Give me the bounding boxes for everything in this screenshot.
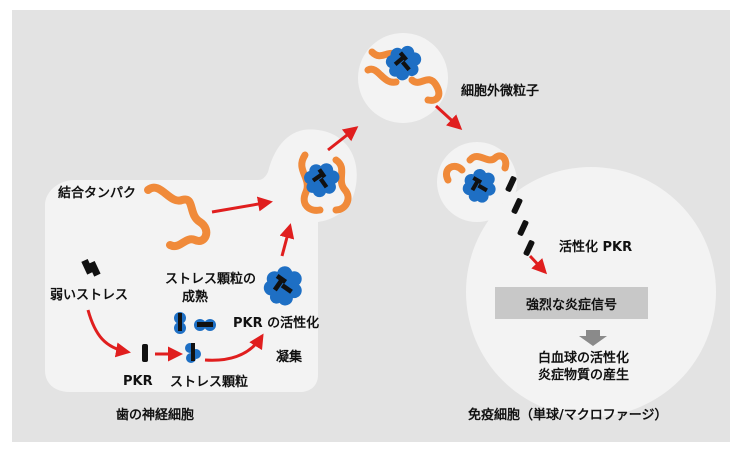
label-pkr: PKR: [123, 374, 153, 389]
label-inflammatory-production: 炎症物質の産生: [538, 368, 630, 383]
label-aggregation: 凝集: [276, 350, 303, 365]
label-pkr-activation: PKR の活性化: [233, 316, 320, 331]
label-wbc-activation: 白血球の活性化: [538, 351, 630, 366]
stress-granule-small: [185, 343, 201, 363]
label-sg-maturation-1: ストレス顆粒の: [165, 272, 257, 287]
label-immune-cell: 免疫細胞（単球/マクロファージ）: [468, 408, 668, 423]
nerve-cell-body: [45, 129, 357, 393]
protein-pkr-complex-cell: [298, 151, 352, 214]
label-activated-pkr: 活性化 PKR: [559, 240, 633, 255]
label-sg-maturation-2: 成熟: [182, 290, 209, 305]
arrow-protein-to-complex: [211, 196, 273, 214]
strong-signal-box: 強烈な炎症信号: [495, 287, 648, 319]
protein-pkr-complex-particle: [364, 40, 443, 104]
pathway-arrows: [86, 104, 548, 362]
label-stress-granule: ストレス顆粒: [170, 375, 249, 390]
arrow-complex-to-particle: [327, 126, 359, 152]
label-weak-stress: 弱いストレス: [50, 288, 129, 303]
pkr-monomer: [142, 344, 148, 362]
label-binding-protein: 結合タンパク: [58, 186, 137, 201]
arrow-particle-to-immune: [434, 104, 463, 131]
arrow-dashes-to-activated: [528, 254, 548, 275]
granule-aggregate-1: [174, 312, 186, 334]
arrow-granule-to-activation: [204, 333, 264, 362]
label-extracellular-particle: 細胞外微粒子: [461, 84, 540, 99]
stress-marker-1: [81, 258, 94, 275]
granule-aggregate-2: [194, 319, 216, 331]
activated-pkr-dashes: [505, 176, 535, 256]
stress-marker-2: [88, 260, 101, 277]
binding-protein-shape: [144, 183, 211, 251]
protein-pkr-complex-immune: [443, 152, 510, 209]
down-arrow: [579, 330, 607, 346]
arrow-activation-to-complex: [279, 223, 295, 257]
label-dental-nerve-cell: 歯の神経細胞: [116, 408, 195, 423]
arrow-stress-to-pkr: [86, 309, 131, 358]
